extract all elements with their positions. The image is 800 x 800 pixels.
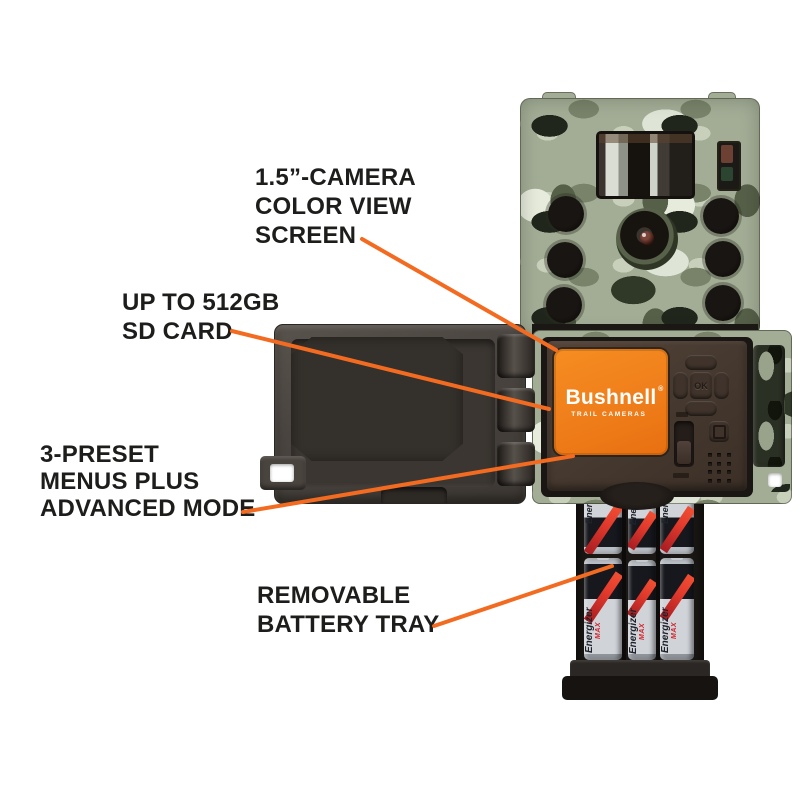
lock-lug	[260, 456, 306, 490]
slider-knob	[677, 441, 691, 464]
mode-button	[709, 421, 729, 442]
callout-label-battery-tray: REMOVABLE BATTERY TRAY	[257, 581, 439, 639]
dpad-right-button	[714, 372, 729, 399]
callout-label-menus: 3-PRESET MENUS PLUS ADVANCED MODE	[40, 441, 256, 522]
callout-line-text: REMOVABLE	[257, 582, 411, 609]
battery-brand-text: Energizer	[660, 607, 671, 654]
ir-flash-led	[705, 285, 741, 321]
battery-grade-text: MAX	[639, 622, 646, 640]
door-grip-notch	[381, 487, 447, 503]
battery-grade-text: MAX	[671, 621, 678, 639]
hinge-knuckle	[497, 334, 535, 378]
ok-button: OK	[690, 372, 712, 399]
battery-brand-text: Energizer	[584, 607, 595, 654]
dpad-left-button	[673, 372, 688, 399]
lens-barrel-bottom	[600, 482, 674, 510]
ir-flash-led	[548, 196, 584, 232]
battery-tray-base	[562, 676, 718, 700]
battery-terminal	[671, 558, 683, 560]
lock-lug	[760, 468, 790, 492]
camera-lens	[616, 208, 678, 270]
callout-label-sd-card: UP TO 512GB SD CARD	[122, 288, 279, 346]
speaker-grille	[708, 453, 734, 485]
indicator-leds	[717, 141, 741, 191]
battery-tray-base	[570, 660, 710, 680]
indicator-led-green	[721, 167, 733, 181]
callout-line-text: SCREEN	[255, 222, 357, 249]
dpad-up-button	[685, 355, 717, 370]
indicator-led-red	[721, 145, 733, 163]
battery-brand-text: Energizer	[628, 608, 639, 654]
camera-front-panel	[520, 98, 760, 336]
ir-flash-led	[546, 287, 582, 323]
hinge-knuckle	[497, 388, 535, 432]
body-interior: Bushnell® TRAIL CAMERAS OK	[547, 341, 747, 510]
tray-divider	[656, 478, 660, 670]
hinge-knuckle	[497, 442, 535, 486]
battery-terminal	[597, 558, 609, 560]
callout-label-screen: 1.5”-CAMERA COLOR VIEW SCREEN	[255, 163, 416, 250]
ir-flash-led	[547, 242, 583, 278]
callout-line-text: UP TO 512GB	[122, 289, 280, 316]
lug-hole	[270, 464, 294, 482]
door-inner-panel	[291, 337, 463, 461]
pir-motion-sensor	[596, 131, 695, 199]
callout-line-text: ADVANCED MODE	[40, 495, 256, 522]
power-slider-switch	[674, 421, 694, 467]
lens-glint	[642, 233, 646, 237]
brand-tagline: TRAIL CAMERAS	[571, 411, 647, 418]
callout-line-text: BATTERY TRAY	[257, 611, 440, 638]
battery-grade-text: MAX	[595, 621, 602, 639]
engraved-mark	[676, 412, 688, 417]
callout-line-text: COLOR VIEW	[255, 193, 412, 220]
dpad-down-button	[685, 401, 717, 416]
camera-door-open	[274, 324, 526, 504]
side-latch	[753, 345, 785, 467]
camera-body-open: Bushnell® TRAIL CAMERAS OK	[532, 330, 792, 510]
ir-flash-led	[703, 198, 739, 234]
engraved-mark	[673, 473, 689, 478]
lug-hole	[768, 473, 782, 487]
tray-divider	[622, 478, 626, 670]
callout-line-text: SD CARD	[122, 318, 233, 345]
callout-line-text: 3-PRESET	[40, 441, 159, 468]
registered-mark: ®	[658, 386, 664, 393]
door-hinge	[497, 334, 535, 490]
battery-terminal	[636, 560, 648, 562]
callout-line-text: 1.5”-CAMERA	[255, 164, 416, 191]
ir-flash-led	[705, 241, 741, 277]
color-view-screen: Bushnell® TRAIL CAMERAS	[554, 349, 668, 455]
brand-logo: Bushnell®	[565, 386, 664, 409]
callout-line-text: MENUS PLUS	[40, 468, 200, 495]
